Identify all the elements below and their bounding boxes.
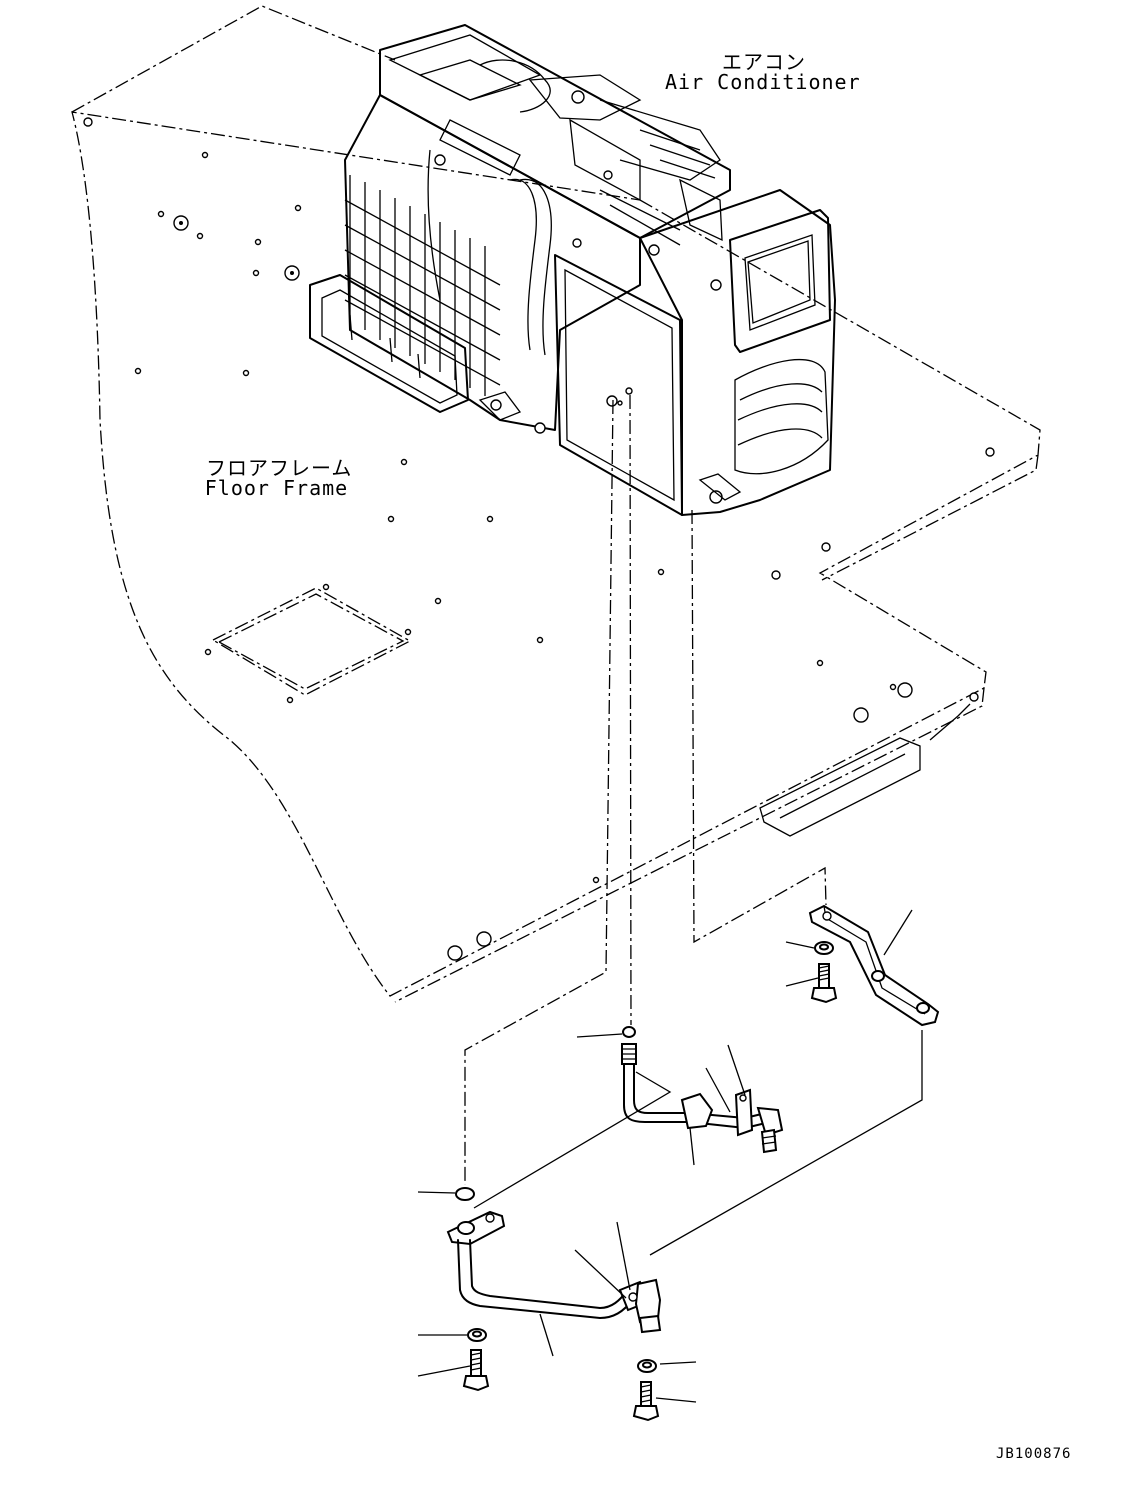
pipe-assembly xyxy=(446,1187,662,1422)
floor-frame-label-en: Floor Frame xyxy=(204,476,349,500)
floor-frame-holes xyxy=(83,117,995,961)
floor-frame-outline xyxy=(71,5,1041,1003)
hose-assembly xyxy=(621,1026,784,1154)
air-conditioner-label-en: Air Conditioner xyxy=(665,70,861,94)
floor-frame-label-jp: フロアフレーム xyxy=(206,456,353,480)
air-conditioner-unit xyxy=(309,24,836,516)
support-bracket xyxy=(808,904,940,1027)
drawing-code: JB100876 xyxy=(996,1446,1072,1462)
callout-leaders xyxy=(417,909,913,1403)
assembly-leader-lines xyxy=(464,394,923,1256)
air-conditioner-label-jp: エアコン xyxy=(722,50,806,74)
